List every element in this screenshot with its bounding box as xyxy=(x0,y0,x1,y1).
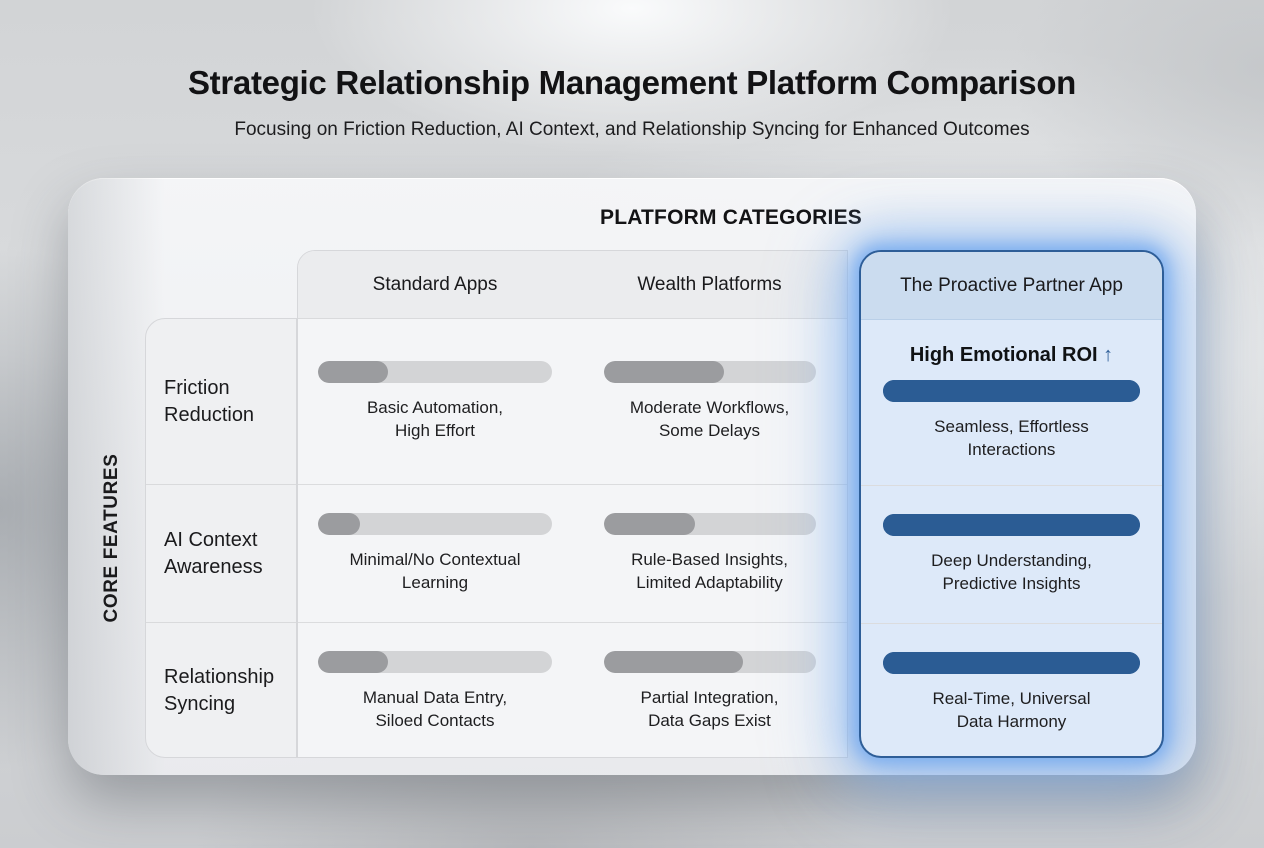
page-subtitle: Focusing on Friction Reduction, AI Conte… xyxy=(234,119,1030,140)
rating-bar xyxy=(603,650,816,673)
cell-description: Rule-Based Insights, Limited Adaptabilit… xyxy=(631,548,788,594)
column-header-standard-apps: Standard Apps xyxy=(298,251,572,319)
page-title: Strategic Relationship Management Platfo… xyxy=(187,64,1077,101)
desc-line: Minimal/No Contextual xyxy=(349,550,521,569)
rating-bar xyxy=(603,513,816,535)
column-header-proactive-partner-app: The Proactive Partner App xyxy=(861,252,1162,320)
desc-line: Limited Adaptability xyxy=(636,573,783,592)
row-label-column: Friction Reduction AI Context Awareness … xyxy=(145,318,297,758)
roi-text: High Emotional ROI xyxy=(909,344,1098,366)
cell-description: Basic Automation, High Effort xyxy=(367,396,503,442)
rating-bar xyxy=(883,651,1140,674)
desc-line: Real-Time, Universal xyxy=(932,688,1091,708)
cell-description: Manual Data Entry, Siloed Contacts xyxy=(363,686,507,732)
row-label-relationship-syncing: Relationship Syncing xyxy=(146,622,296,759)
rating-bar xyxy=(318,513,552,535)
cell-aicontext-wealth: Rule-Based Insights, Limited Adaptabilit… xyxy=(572,484,847,622)
rating-bar xyxy=(318,650,552,673)
cell-friction-standard: Basic Automation, High Effort xyxy=(298,319,572,484)
desc-line: Seamless, Effortless xyxy=(934,417,1089,436)
desc-line: Interactions xyxy=(967,440,1056,459)
cell-description: Moderate Workflows, Some Delays xyxy=(630,396,789,442)
cell-aicontext-proactive: Deep Understanding, Predictive Insights xyxy=(861,485,1162,623)
cell-description: Minimal/No Contextual Learning xyxy=(349,548,520,594)
up-arrow-icon: ↑ xyxy=(1103,344,1114,366)
cell-syncing-proactive: Real-Time, Universal Data Harmony xyxy=(861,623,1162,756)
cell-friction-wealth: Moderate Workflows, Some Delays xyxy=(572,319,847,484)
rating-bar xyxy=(883,514,1140,536)
desc-line: Predictive Insights xyxy=(942,574,1081,593)
column-header-wealth-platforms: Wealth Platforms xyxy=(572,251,847,319)
row-axis-label: CORE FEATURES xyxy=(101,453,122,623)
desc-line: Manual Data Entry, xyxy=(362,687,508,707)
rating-bar xyxy=(318,361,552,383)
highlight-roi-label: High Emotional ROI ↑ xyxy=(910,344,1113,367)
desc-line: Data Harmony xyxy=(956,711,1067,731)
desc-line: Data Gaps Exist xyxy=(648,710,771,730)
desc-line: Siloed Contacts xyxy=(375,710,495,730)
cell-description: Seamless, Effortless Interactions xyxy=(934,415,1089,461)
rating-bar xyxy=(603,361,816,383)
cell-syncing-standard: Manual Data Entry, Siloed Contacts xyxy=(298,622,572,759)
rating-bar xyxy=(883,380,1140,402)
column-axis-label: PLATFORM CATEGORIES xyxy=(599,206,862,229)
desc-line: Learning xyxy=(401,573,469,592)
desc-line: Rule-Based Insights, xyxy=(631,550,788,569)
column-wealth-platforms: Wealth Platforms Moderate Workflows, Som… xyxy=(572,250,848,758)
desc-line: Moderate Workflows, xyxy=(629,398,790,417)
desc-line: Basic Automation, xyxy=(366,398,504,417)
cell-syncing-wealth: Partial Integration, Data Gaps Exist xyxy=(572,622,847,759)
cell-friction-proactive: High Emotional ROI ↑ Seamless, Effortles… xyxy=(861,320,1162,485)
column-proactive-partner-app: The Proactive Partner App High Emotional… xyxy=(859,250,1164,758)
row-label-friction-reduction: Friction Reduction xyxy=(164,376,255,426)
column-standard-apps: Standard Apps Basic Automation, High Eff… xyxy=(297,250,573,758)
desc-line: High Effort xyxy=(394,421,475,440)
row-label-ai-context-awareness: AI Context Awareness xyxy=(146,484,296,622)
desc-line: Some Delays xyxy=(658,421,761,440)
comparison-card: PLATFORM CATEGORIES CORE FEATURES Fricti… xyxy=(68,178,1196,775)
desc-line: Deep Understanding, xyxy=(931,551,1092,570)
cell-aicontext-standard: Minimal/No Contextual Learning xyxy=(298,484,572,622)
cell-description: Partial Integration, Data Gaps Exist xyxy=(641,686,779,732)
cell-description: Real-Time, Universal Data Harmony xyxy=(932,687,1090,733)
desc-line: Partial Integration, xyxy=(640,687,779,707)
cell-description: Deep Understanding, Predictive Insights xyxy=(931,549,1092,595)
